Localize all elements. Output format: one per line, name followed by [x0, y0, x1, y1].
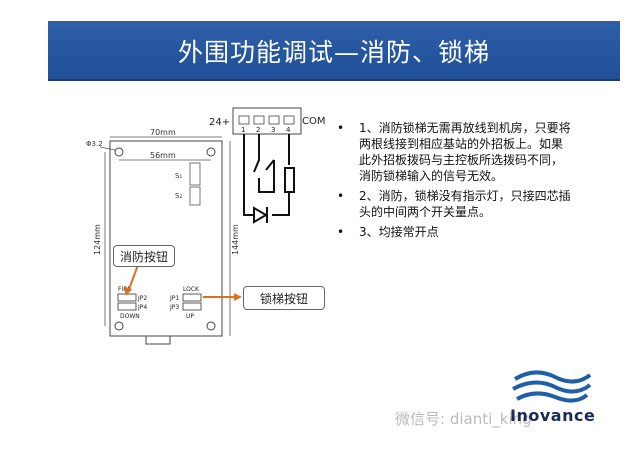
svg-text:DOWN: DOWN — [120, 313, 140, 320]
lock-button-callout: 锁梯按钮 — [243, 286, 325, 310]
dim-70mm: 70mm — [150, 128, 176, 137]
bullet-marker: • — [337, 225, 345, 239]
jp3-connector — [182, 302, 202, 311]
dip-switch-s2 — [189, 186, 201, 206]
svg-text:JP4: JP4 — [137, 304, 147, 311]
dim-56mm: 56mm — [150, 151, 176, 160]
bullet-item: • 1、消防锁梯无需再放线到机房，只要将两根线接到相应基站的外招板上。如果此外招… — [333, 120, 573, 184]
bullet-list: • 1、消防锁梯无需再放线到机房，只要将两根线接到相应基站的外招板上。如果此外招… — [333, 120, 573, 244]
bullet-text: 1、消防锁梯无需再放线到机房，只要将两根线接到相应基站的外招板上。如果此外招板拨… — [359, 121, 571, 183]
svg-text:UP: UP — [186, 313, 194, 320]
mounting-hole-bl — [114, 321, 124, 331]
svg-text:S₁: S₁ — [175, 172, 182, 180]
label-lock: LOCK — [183, 286, 200, 293]
bullet-item: • 2、消防，锁梯没有指示灯，只接四芯插头的中间两个开关量点。 — [333, 188, 573, 220]
label-com: COM — [302, 116, 325, 127]
arrow-fire — [127, 264, 139, 293]
mounting-hole-br — [206, 321, 216, 331]
diode-icon — [253, 206, 268, 224]
svg-text:1: 1 — [241, 126, 245, 134]
bullet-marker: • — [337, 121, 345, 135]
fire-button-callout: 消防按钮 — [113, 245, 175, 267]
pcb-outline — [109, 140, 223, 337]
svg-text:S₂: S₂ — [175, 192, 182, 200]
inovance-logo-text: Inovance — [510, 406, 596, 425]
circuit-wires — [243, 134, 295, 216]
svg-text:3: 3 — [271, 126, 275, 134]
slide-title: 外围功能调试—消防、锁梯 — [177, 38, 490, 67]
svg-text:2: 2 — [256, 126, 260, 134]
bullet-marker: • — [337, 189, 345, 203]
label-24v: 24+ — [209, 117, 230, 128]
svg-text:JP2: JP2 — [137, 295, 147, 302]
mounting-hole-left — [114, 147, 124, 157]
svg-text:JP1: JP1 — [169, 295, 179, 302]
bottom-connector — [145, 335, 171, 345]
title-bar: 外围功能调试—消防、锁梯 — [48, 21, 620, 81]
jp1-connector — [182, 293, 202, 302]
bullet-text: 3、均接常开点 — [359, 225, 439, 239]
jp2-connector — [117, 293, 137, 302]
terminal-block — [232, 107, 302, 135]
dim-124mm: 124mm — [93, 224, 102, 255]
jp4-connector — [117, 302, 137, 311]
svg-text:4: 4 — [286, 126, 291, 134]
mounting-hole-right — [206, 147, 216, 157]
lock-button-label: 锁梯按钮 — [259, 291, 308, 306]
fire-button-label: 消防按钮 — [119, 249, 168, 264]
inovance-wave-icon — [512, 370, 592, 403]
dim-hole: Φ3.2 — [86, 140, 103, 148]
dip-switch-s1 — [189, 162, 201, 186]
svg-text:JP3: JP3 — [169, 304, 179, 311]
dim-144mm: 144mm — [231, 224, 240, 255]
wechat-watermark: 微信号: dianti_king — [395, 410, 532, 428]
bullet-text: 2、消防，锁梯没有指示灯，只接四芯插头的中间两个开关量点。 — [359, 189, 571, 219]
bullet-item: • 3、均接常开点 — [333, 224, 573, 240]
